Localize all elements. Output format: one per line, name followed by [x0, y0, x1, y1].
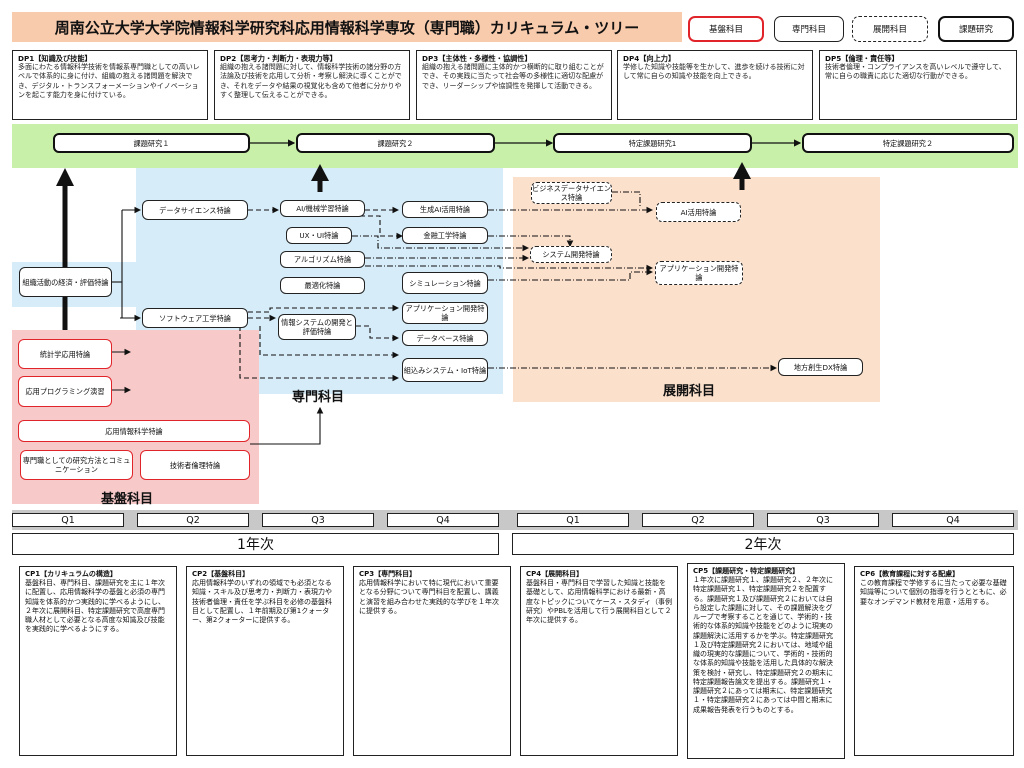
ai-ml-course: AI/機械学習特論	[280, 200, 365, 217]
quarter-2-4: Q4	[892, 513, 1014, 527]
cp6-body: この教育課程で学修するに当たって必要な基礎知識等について個別の指導を行うとともに…	[860, 579, 1007, 606]
cp4-body: 基盤科目・専門科目で学習した知識と技能を基礎として、応用情報科学における最新・高…	[526, 579, 672, 625]
cp3-box: CP3【専門科目】 応用情報科学において特に現代において重要となる分野について専…	[353, 566, 511, 756]
year-1: 1年次	[12, 533, 499, 555]
legend-tenkai: 展開科目	[852, 16, 928, 42]
cp4-box: CP4【展開科目】 基盤科目・専門科目で学習した知識と技能を基礎として、応用情報…	[520, 566, 678, 756]
regional-dx-course: 地方創生DX特論	[778, 358, 863, 376]
quarter-1-4: Q4	[387, 513, 499, 527]
business-ds-course: ビジネスデータサイエンス特論	[531, 182, 612, 204]
dp1-box: DP1【知識及び技能】 多面にわたる情報科学技術を情報系専門職としての高いレベル…	[12, 50, 208, 120]
quarter-1-1: Q1	[12, 513, 124, 527]
cp5-box: CP5【課題研究・特定課題研究】 １年次に課題研究１、課題研究２、２年次に特定課…	[687, 563, 845, 759]
senmon-label: 専門科目	[292, 390, 345, 405]
dp3-heading: DP3【主体性・多様性・協調性】	[422, 54, 532, 63]
dp1-body: 多面にわたる情報科学技術を情報系専門職としての高いレベルで体系的に身に付け、組織…	[18, 63, 200, 99]
dp2-box: DP2【思考力・判断力・表現力等】 組織の抱える諸問題に対して、情報科学技術の諸…	[214, 50, 410, 120]
cp3-body: 応用情報科学において特に現代において重要となる分野について専門科目を配置し、講義…	[359, 579, 499, 615]
software-engineering-course: ソフトウェア工学特論	[142, 308, 248, 328]
research-1: 課題研究１	[53, 133, 250, 153]
system-dev-course: システム開発特論	[530, 246, 612, 263]
quarter-2-3: Q3	[767, 513, 879, 527]
programming-course: 応用プログラミング演習	[18, 376, 112, 407]
embedded-iot-course: 組込みシステム・IoT特論	[402, 358, 488, 382]
database-course: データベース特論	[402, 330, 488, 346]
research-2: 課題研究２	[296, 133, 495, 153]
simulation-course: シミュレーション特論	[402, 272, 488, 294]
year-2: 2年次	[512, 533, 1014, 555]
research-methods-course: 専門職としての研究方法とコミュニケーション	[20, 450, 133, 480]
quarter-2-1: Q1	[517, 513, 629, 527]
legend-research: 課題研究	[938, 16, 1014, 42]
org-econ-course: 組織活動の経済・評価特論	[19, 267, 112, 297]
applied-info-course: 応用情報科学特論	[18, 420, 250, 442]
dp4-box: DP4【向上力】 学修した知識や技能等を生かして、進歩を続ける技術に対して常に自…	[617, 50, 813, 120]
cp6-box: CP6【教育課程に対する配慮】 この教育課程で学修するに当たって必要な基礎知識等…	[854, 566, 1014, 756]
cp6-heading: CP6【教育課程に対する配慮】	[860, 570, 960, 578]
cp4-heading: CP4【展開科目】	[526, 570, 584, 578]
quarter-1-3: Q3	[262, 513, 374, 527]
ai-use-course: AI活用特論	[656, 202, 741, 222]
statistics-course: 統計学応用特論	[18, 339, 112, 369]
data-science-course: データサイエンス特論	[142, 200, 248, 220]
legend-kiban: 基盤科目	[688, 16, 764, 42]
dp2-body: 組織の抱える諸問題に対して、情報科学技術の諸分野の方法論及び技術を応用して分析・…	[220, 63, 402, 99]
optimization-course: 最適化特論	[280, 277, 365, 294]
gen-ai-course: 生成AI活用特論	[402, 201, 488, 218]
legend-senmon: 専門科目	[774, 16, 844, 42]
dp5-body: 技術者倫理・コンプライアンスを高いレベルで遵守して、常に自らの職責に応じた適切な…	[825, 63, 1006, 81]
dp2-heading: DP2【思考力・判断力・表現力等】	[220, 54, 337, 63]
cp5-body: １年次に課題研究１、課題研究２、２年次に特定課題研究１、特定課題研究２を配置する…	[693, 576, 833, 714]
tenkai-label: 展開科目	[663, 384, 716, 399]
cp3-heading: CP3【専門科目】	[359, 570, 417, 578]
kiban-label: 基盤科目	[101, 492, 154, 507]
cp2-box: CP2【基盤科目】 応用情報科学のいずれの領域でも必須となる知識・スキル及び思考…	[186, 566, 344, 756]
dp5-box: DP5【倫理・責任等】 技術者倫理・コンプライアンスを高いレベルで遵守して、常に…	[819, 50, 1017, 120]
quarter-1-2: Q2	[137, 513, 249, 527]
cp1-box: CP1【カリキュラムの構造】 基盤科目、専門科目、課題研究を主に１年次に配置し、…	[19, 566, 177, 756]
cp1-body: 基盤科目、専門科目、課題研究を主に１年次に配置し、応用情報科学の基盤と必須の専門…	[25, 579, 165, 634]
dp4-body: 学修した知識や技能等を生かして、進歩を続ける技術に対して常に自らの知識や技能を向…	[623, 63, 805, 81]
dp1-heading: DP1【知識及び技能】	[18, 54, 92, 63]
page-title: 周南公立大学大学院情報科学研究科応用情報科学専攻（専門職）カリキュラム・ツリー	[12, 12, 682, 42]
dp4-heading: DP4【向上力】	[623, 54, 676, 63]
special-research-2: 特定課題研究２	[802, 133, 1014, 153]
cp1-heading: CP1【カリキュラムの構造】	[25, 570, 117, 578]
finance-course: 金融工学特論	[402, 227, 488, 244]
cp2-body: 応用情報科学のいずれの領域でも必須となる知識・スキル及び思考力・判断力・表現力や…	[192, 579, 332, 625]
app-dev-tenkai-course: アプリケーション開発特論	[655, 261, 743, 285]
cp5-heading: CP5【課題研究・特定課題研究】	[693, 567, 800, 575]
algorithm-course: アルゴリズム特論	[280, 251, 365, 268]
cp2-heading: CP2【基盤科目】	[192, 570, 250, 578]
dp5-heading: DP5【倫理・責任等】	[825, 54, 899, 63]
dp3-box: DP3【主体性・多様性・協調性】 組織の抱える諸問題に主体的かつ横断的に取り組む…	[416, 50, 612, 120]
info-system-course: 情報システムの開発と評価特論	[278, 314, 356, 340]
quarter-2-2: Q2	[642, 513, 754, 527]
special-research-1: 特定課題研究1	[553, 133, 752, 153]
dp3-body: 組織の抱える諸問題に主体的かつ横断的に取り組むことができ、その実践に当たって社会…	[422, 63, 604, 90]
app-dev-senmon-course: アプリケーション開発特論	[402, 302, 488, 324]
ux-ui-course: UX・UI特論	[286, 227, 352, 244]
ethics-course: 技術者倫理特論	[140, 450, 250, 480]
